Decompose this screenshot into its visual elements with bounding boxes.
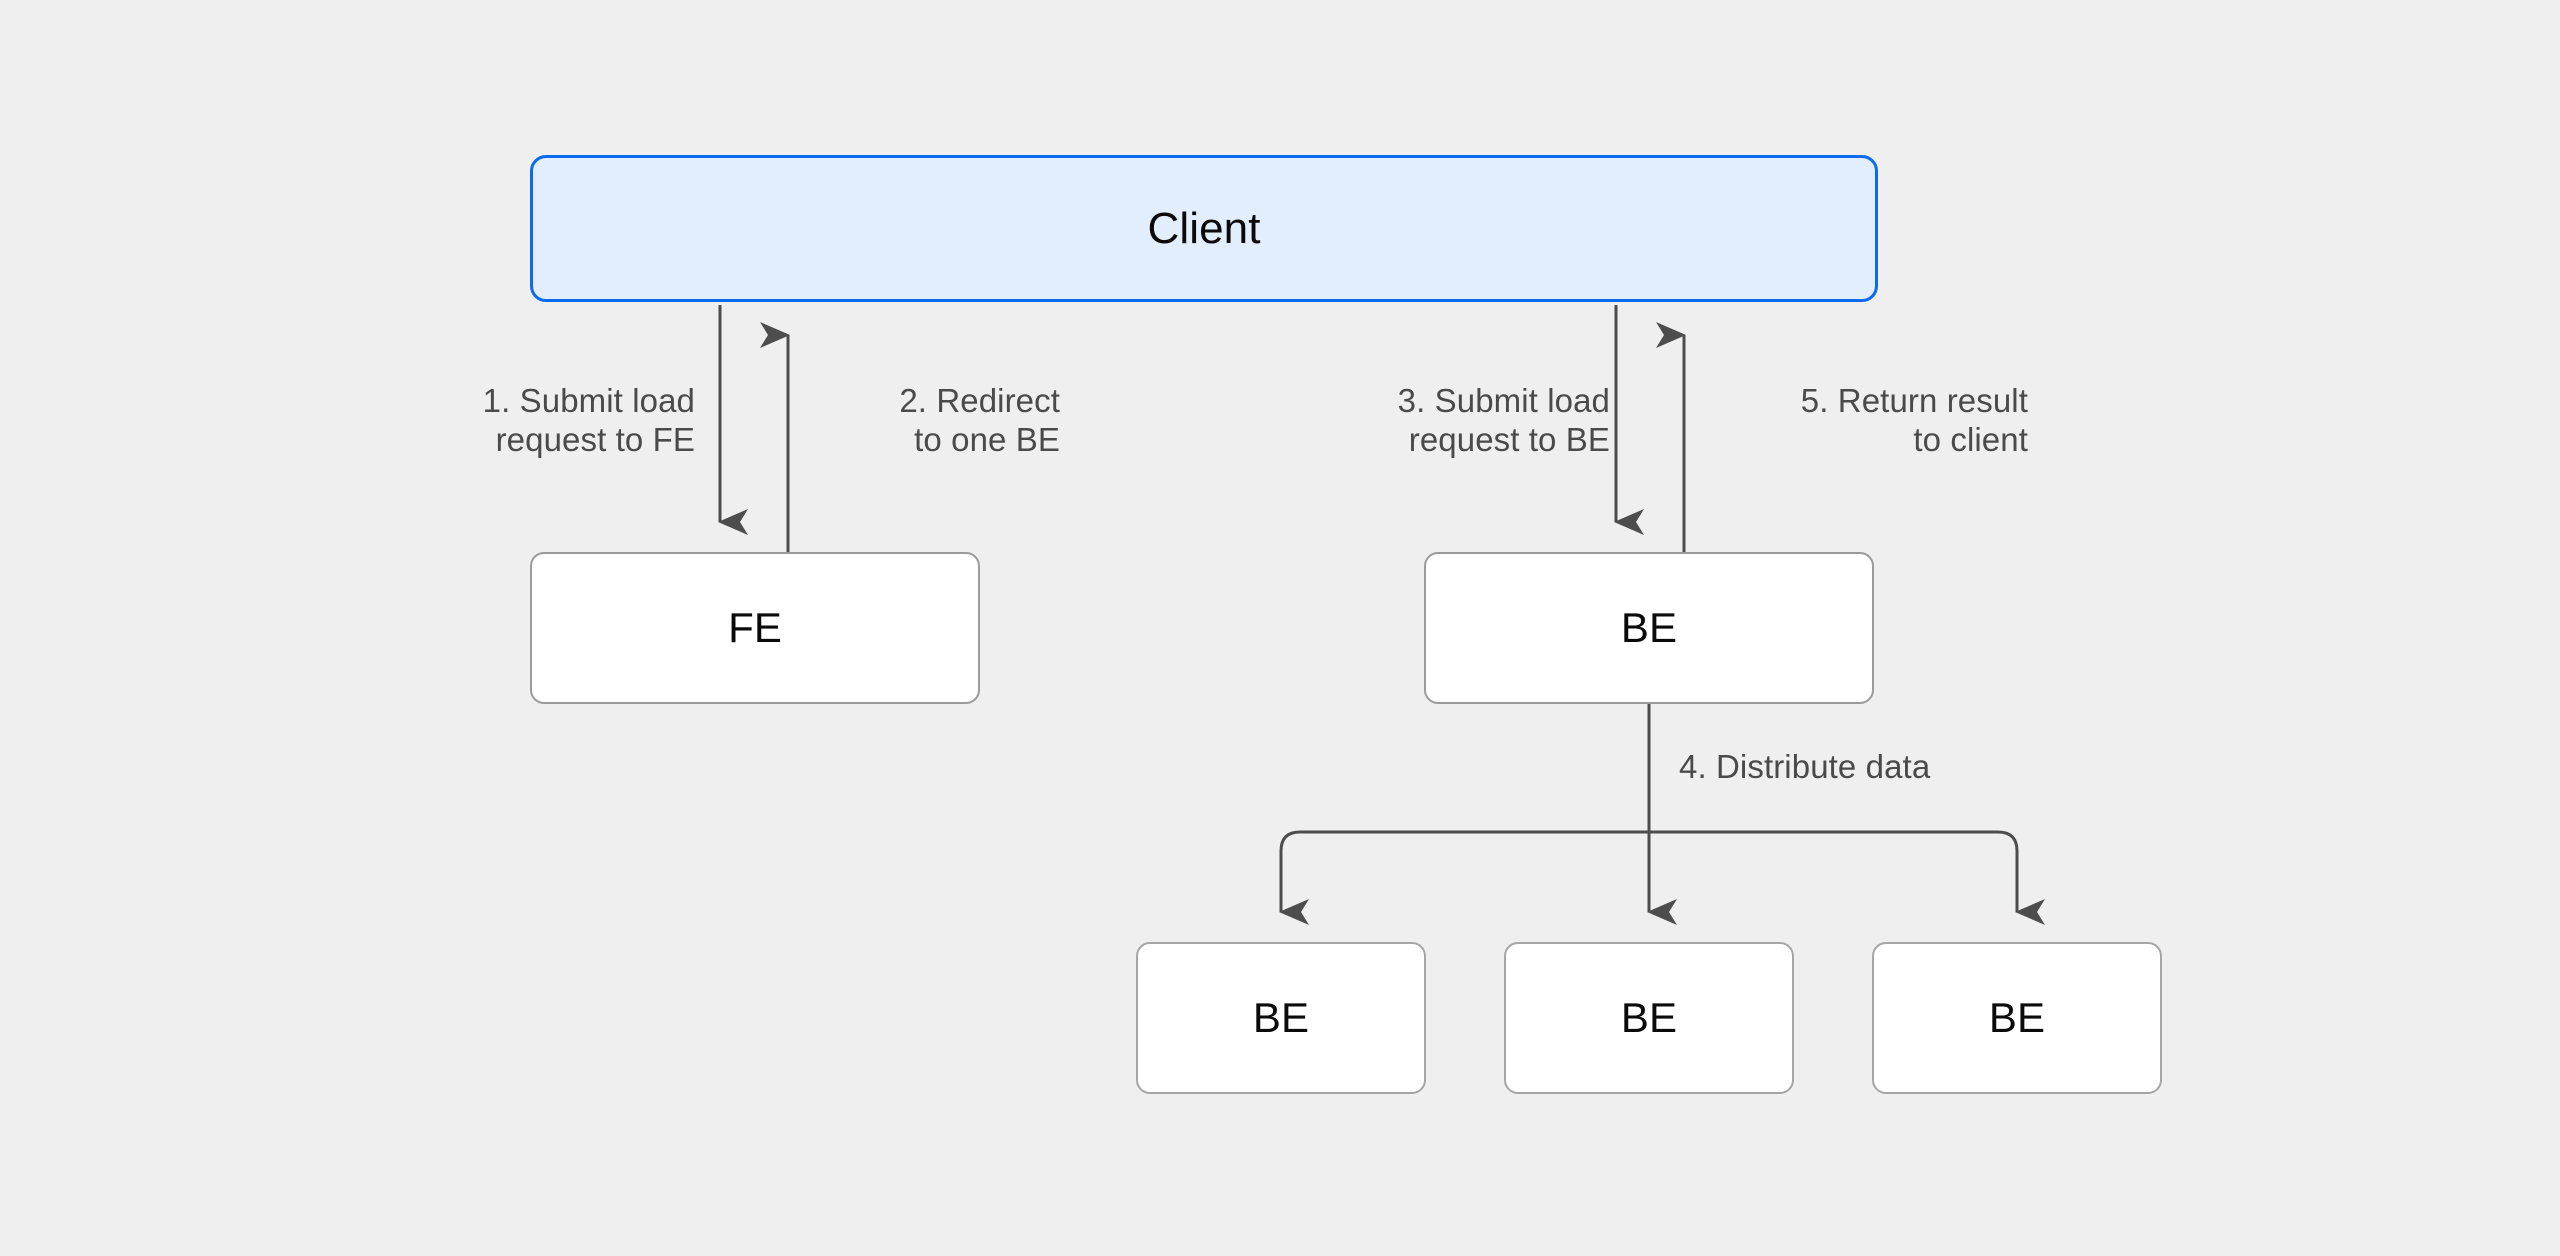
node-be-leaf-3[interactable]: BE	[1872, 942, 2162, 1094]
node-be-main-label: BE	[1620, 604, 1678, 651]
node-be-leaf-1[interactable]: BE	[1136, 942, 1426, 1094]
node-be-leaf-2-label: BE	[1620, 994, 1678, 1041]
node-be-leaf-1-label: BE	[1252, 994, 1310, 1041]
node-client-label: Client	[1147, 203, 1261, 253]
edge-path-4-branch-right	[1649, 830, 2045, 925]
node-fe-label: FE	[728, 604, 782, 651]
node-be-leaf-3-label: BE	[1988, 994, 2046, 1041]
node-fe[interactable]: FE	[530, 552, 980, 704]
edge-label-2: 2. Redirect to one BE	[899, 382, 1060, 458]
edge-path-4-branch-left	[1279, 830, 1649, 925]
edge-label-5: 5. Return result to client	[1800, 382, 2028, 458]
edge-label-4: 4. Distribute data	[1679, 748, 1931, 785]
node-be-main[interactable]: BE	[1424, 552, 1874, 704]
node-client[interactable]: Client	[530, 155, 1878, 302]
edge-label-3: 3. Submit load request to BE	[1397, 382, 1610, 458]
edge-label-1: 1. Submit load request to FE	[482, 382, 695, 458]
node-be-leaf-2[interactable]: BE	[1504, 942, 1794, 1094]
